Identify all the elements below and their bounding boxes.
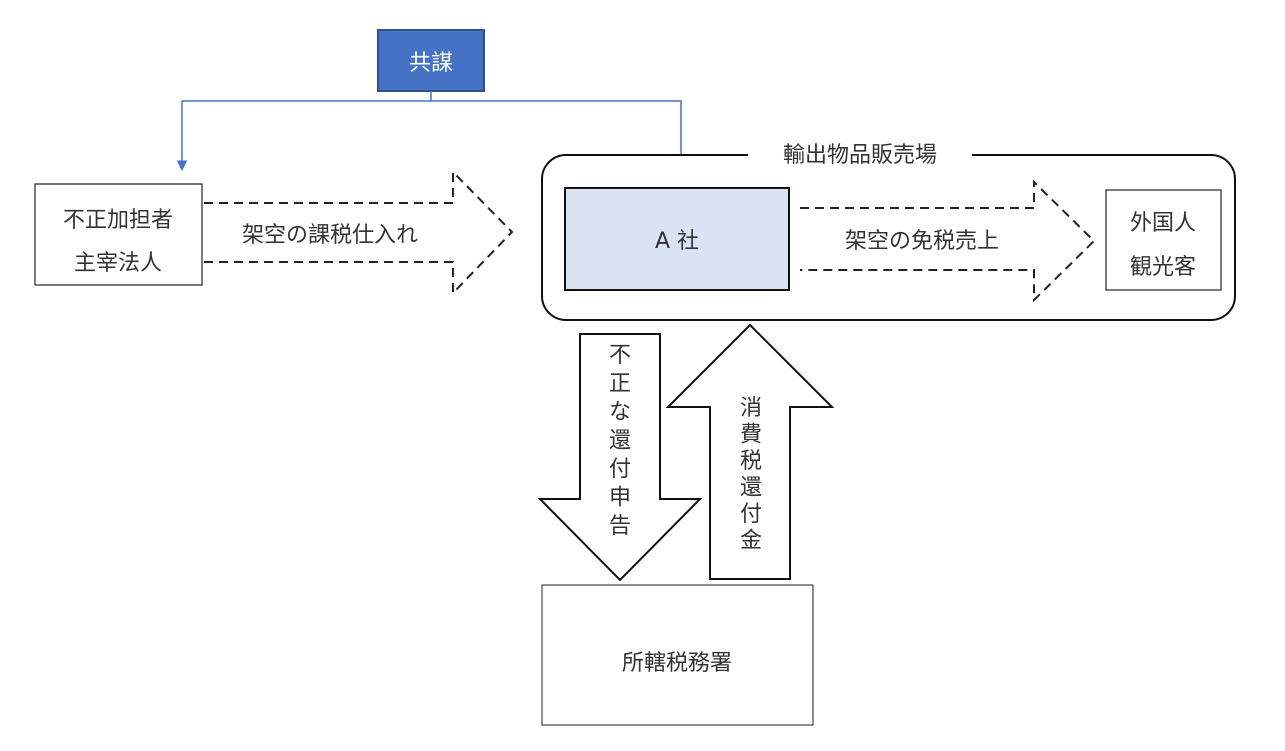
conspiracy-label: 共謀 xyxy=(409,51,453,76)
vertical-char: 付 xyxy=(609,457,631,482)
foreign-tourist-line2: 観光客 xyxy=(1130,255,1196,280)
conspiracy-box: 共謀 xyxy=(377,29,485,92)
company-a-label: A 社 xyxy=(655,229,699,254)
foreign-tourist-box: 外国人 観光客 xyxy=(1105,189,1222,291)
connector-to-company xyxy=(431,100,687,182)
vertical-char: 税 xyxy=(740,449,762,474)
conspiracy-connector xyxy=(176,91,687,182)
connector-to-fraud-party xyxy=(176,91,432,172)
tax-office-box: 所轄税務署 xyxy=(541,584,814,726)
fictitious-sales-arrow: 架空の免税売上 xyxy=(800,179,1096,303)
fictitious-sales-label: 架空の免税売上 xyxy=(845,229,999,254)
fraud-party-box: 不正加担者 主宰法人 xyxy=(34,183,203,286)
vertical-char: 還 xyxy=(740,476,762,501)
vertical-char: 費 xyxy=(740,423,762,448)
vertical-char: な xyxy=(609,400,631,425)
foreign-tourist-line1: 外国人 xyxy=(1130,211,1196,236)
vertical-char: 申 xyxy=(609,486,631,511)
fraud-party-line2: 主宰法人 xyxy=(74,251,162,276)
export-store-label: 輸出物品販売場 xyxy=(783,143,937,168)
vertical-char: 金 xyxy=(740,529,762,554)
company-a-box: A 社 xyxy=(564,187,790,291)
fraud-party-line1: 不正加担者 xyxy=(63,208,173,233)
fictitious-purchase-arrow: 架空の課税仕入れ xyxy=(204,169,514,296)
vertical-char: 正 xyxy=(609,372,631,397)
vertical-char: 告 xyxy=(609,514,631,539)
vertical-char: 還 xyxy=(609,429,631,454)
tax-office-label: 所轄税務署 xyxy=(622,651,732,676)
vertical-char: 消 xyxy=(740,396,762,421)
fictitious-purchase-label: 架空の課税仕入れ xyxy=(242,223,418,248)
vertical-char: 付 xyxy=(740,502,762,527)
vertical-char: 不 xyxy=(609,343,631,368)
